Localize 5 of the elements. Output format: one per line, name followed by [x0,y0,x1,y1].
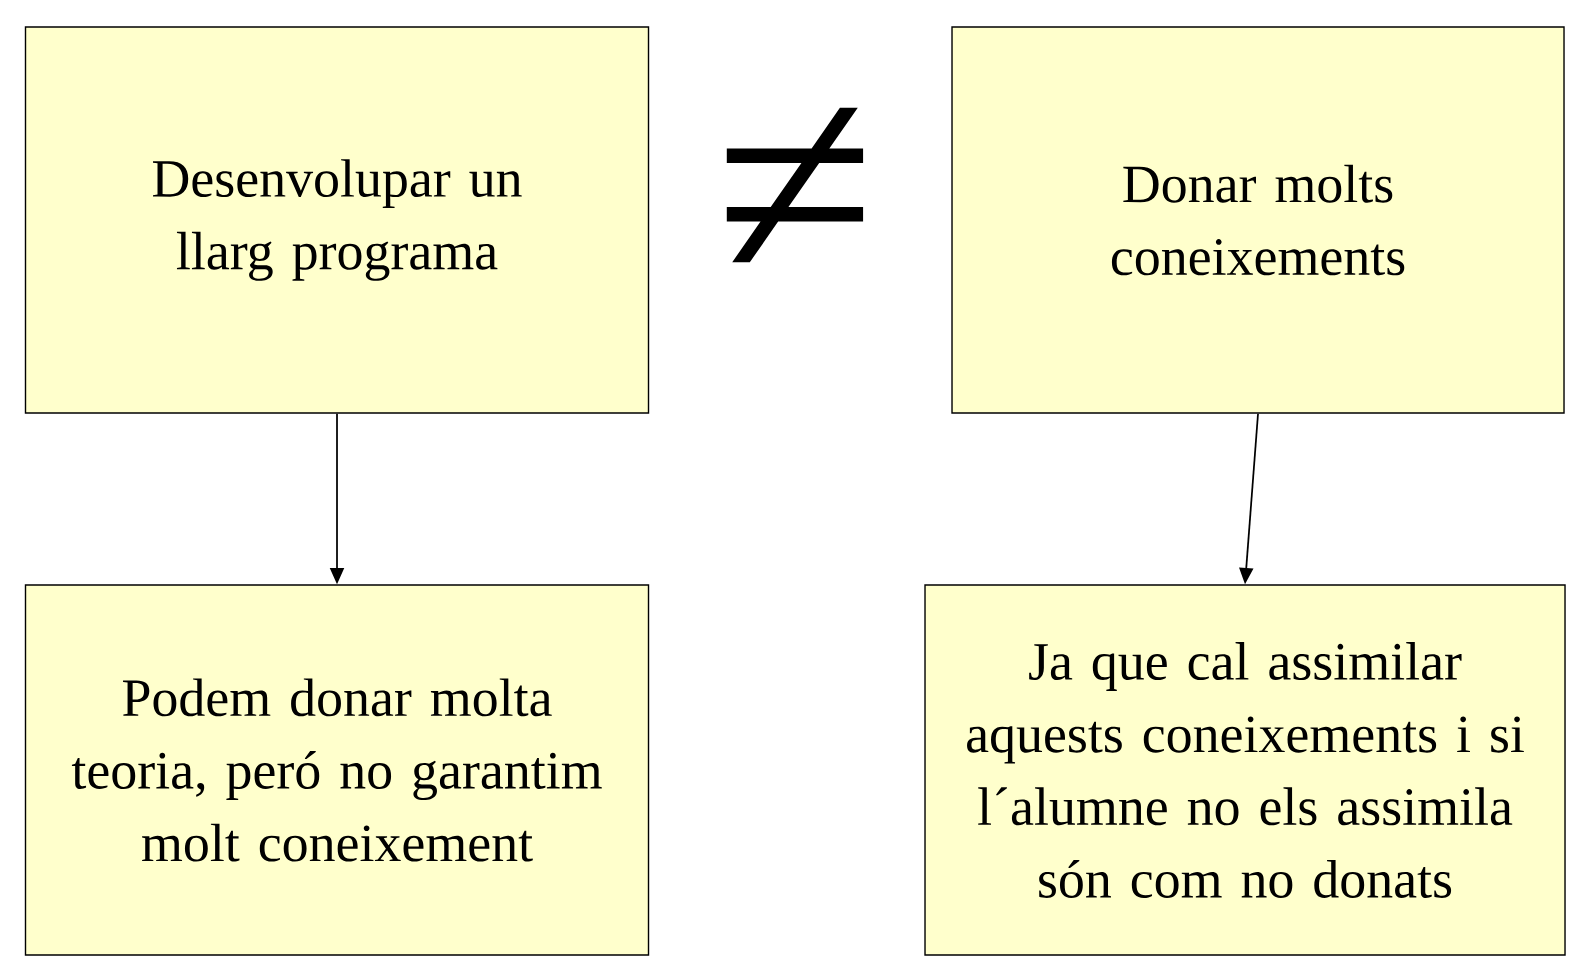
not-equal-sign: ≠ [726,107,864,263]
text-box: Desenvolupar un llarg programa [24,26,650,414]
text-box: Donar molts coneixements [951,26,1565,414]
text-box: Ja que cal assimilar aquests coneixements i si l´alumne no els assimila són com no donats [924,584,1566,956]
text-box: Podem donar molta teoria, peró no garantim molt coneixement [24,584,650,956]
